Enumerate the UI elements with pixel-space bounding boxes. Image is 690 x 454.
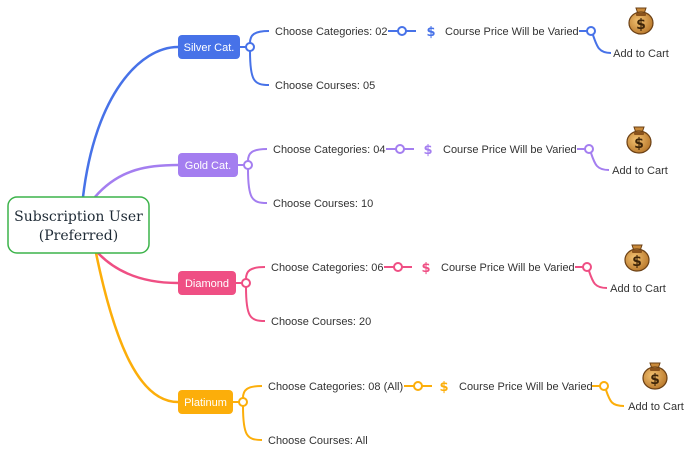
cart-connector <box>605 389 625 407</box>
price-node <box>584 144 594 154</box>
price-label[interactable]: Course Price Will be Varied <box>459 381 593 393</box>
root-connectors <box>81 45 179 404</box>
tier-branches: Silver Cat. Choose Categories: 02 Choose C… <box>178 7 684 447</box>
categories-label[interactable]: Choose Categories: 04 <box>273 144 386 156</box>
tier-node[interactable]: Gold Cat. <box>178 153 238 177</box>
money-bag-body <box>642 366 668 390</box>
categories-node <box>413 381 423 391</box>
root-node-box <box>7 196 150 254</box>
tier-label: Diamond <box>185 278 229 290</box>
tier-branch: Platinum Choose Categories: 08 (All) Choos… <box>178 362 684 447</box>
fork-down-connector <box>242 405 263 441</box>
categories-label[interactable]: Choose Categories: 08 (All) <box>268 381 403 393</box>
money-bag-knot <box>632 250 642 253</box>
money-bag-body <box>624 248 650 272</box>
price-node <box>599 381 609 391</box>
cart-connector <box>588 270 608 289</box>
tier-node[interactable]: Silver Cat. <box>178 35 240 59</box>
root-label-line1: Subscription User <box>14 209 143 225</box>
fork-up-connector <box>249 30 270 44</box>
categories-node <box>397 26 407 36</box>
cart-connector <box>590 152 610 171</box>
price-node <box>582 262 592 272</box>
root-to-tier-connector <box>94 163 179 198</box>
cart-connector <box>592 34 612 54</box>
courses-label[interactable]: Choose Courses: 10 <box>273 198 373 210</box>
tier-node-box <box>178 390 233 414</box>
courses-label[interactable]: Choose Courses: 20 <box>271 316 371 328</box>
tier-node-box <box>178 153 238 177</box>
courses-label[interactable]: Choose Courses: 05 <box>275 80 375 92</box>
add-to-cart-label[interactable]: Add to Cart <box>612 165 668 177</box>
money-bag-knot <box>636 13 646 16</box>
dollar-icon: $ <box>423 143 432 158</box>
fork-down-connector <box>249 50 270 86</box>
money-bag-icon[interactable]: $ <box>628 7 654 35</box>
tier-node[interactable]: Diamond <box>178 271 236 295</box>
fork-up-connector <box>245 266 266 280</box>
fork-down-connector <box>245 286 266 322</box>
money-bag-icon[interactable]: $ <box>642 362 668 390</box>
tier-fork-node <box>238 397 248 407</box>
money-bag-icon[interactable]: $ <box>626 126 652 154</box>
add-to-cart-label[interactable]: Add to Cart <box>628 401 684 413</box>
tier-node[interactable]: Platinum <box>178 390 233 414</box>
money-bag-dollar: $ <box>650 372 660 388</box>
tier-branch: Silver Cat. Choose Categories: 02 Choose C… <box>178 7 669 92</box>
tier-label: Silver Cat. <box>184 42 235 54</box>
fork-up-connector <box>247 148 268 162</box>
root-to-tier-connector <box>97 252 179 285</box>
money-bag-knot <box>650 368 660 371</box>
money-bag-dollar: $ <box>634 136 644 152</box>
root-to-tier-connector <box>81 45 179 198</box>
categories-node <box>393 262 403 272</box>
money-bag-body <box>626 130 652 154</box>
tier-branch: Diamond Choose Categories: 06 Choose Cours… <box>178 244 666 328</box>
price-label[interactable]: Course Price Will be Varied <box>443 144 577 156</box>
tier-label: Platinum <box>184 397 227 409</box>
price-label[interactable]: Course Price Will be Varied <box>441 262 575 274</box>
add-to-cart-label[interactable]: Add to Cart <box>610 283 666 295</box>
tier-branch: Gold Cat. Choose Categories: 04 Choose Cou… <box>178 126 668 210</box>
categories-node <box>395 144 405 154</box>
dollar-icon: $ <box>439 380 448 395</box>
tier-node-box <box>178 271 236 295</box>
add-to-cart-label[interactable]: Add to Cart <box>613 48 669 60</box>
money-bag-dollar: $ <box>632 254 642 270</box>
money-bag-dollar: $ <box>636 17 646 33</box>
tier-fork-node <box>245 42 255 52</box>
categories-label[interactable]: Choose Categories: 02 <box>275 26 388 38</box>
fork-up-connector <box>242 385 263 399</box>
price-label[interactable]: Course Price Will be Varied <box>445 26 579 38</box>
fork-down-connector <box>247 168 268 204</box>
tier-node-box <box>178 35 240 59</box>
root-label-line2: (Preferred) <box>39 228 118 244</box>
money-bag-icon[interactable]: $ <box>624 244 650 272</box>
tier-label: Gold Cat. <box>185 160 231 172</box>
money-bag-body <box>628 11 654 35</box>
dollar-icon: $ <box>426 25 435 40</box>
categories-label[interactable]: Choose Categories: 06 <box>271 262 384 274</box>
root-to-tier-connector <box>94 252 179 404</box>
root-node[interactable]: Subscription User (Preferred) <box>7 196 150 254</box>
money-bag-knot <box>634 132 644 135</box>
dollar-icon: $ <box>421 261 430 276</box>
tier-fork-node <box>241 278 251 288</box>
price-node <box>586 26 596 36</box>
courses-label[interactable]: Choose Courses: All <box>268 435 368 447</box>
tier-fork-node <box>243 160 253 170</box>
